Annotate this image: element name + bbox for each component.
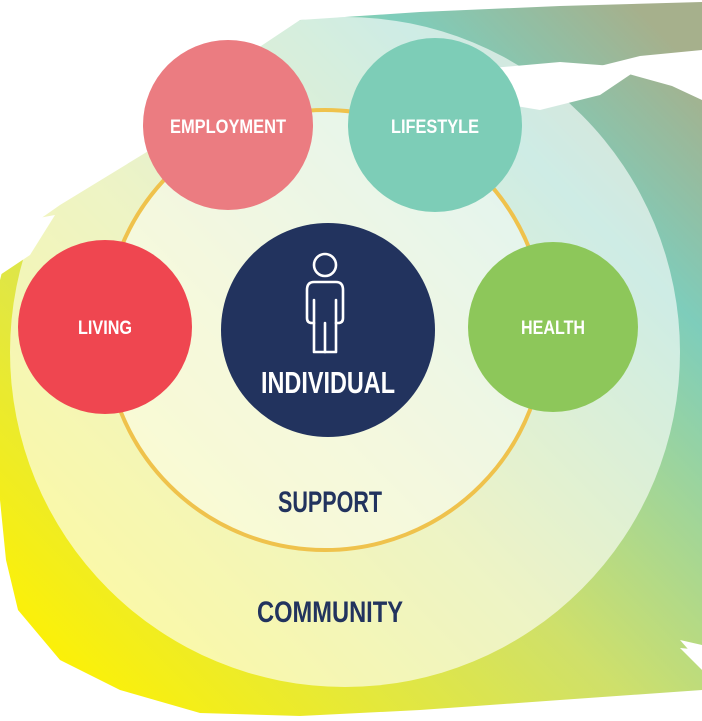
lifestyle-label: LIFESTYLE [391, 117, 479, 138]
employment-label: EMPLOYMENT [170, 117, 286, 138]
living-label: LIVING [78, 318, 132, 339]
individual-circle [221, 223, 435, 437]
brush-gap-right [680, 640, 702, 665]
community-label: COMMUNITY [257, 596, 403, 629]
individual-label: INDIVIDUAL [261, 365, 395, 400]
health-label: HEALTH [521, 318, 585, 339]
living-circle [18, 240, 192, 414]
person-icon [305, 252, 345, 354]
employment-circle [143, 40, 313, 210]
lifestyle-circle [348, 38, 522, 212]
support-label: SUPPORT [278, 486, 382, 519]
health-circle [468, 242, 638, 412]
